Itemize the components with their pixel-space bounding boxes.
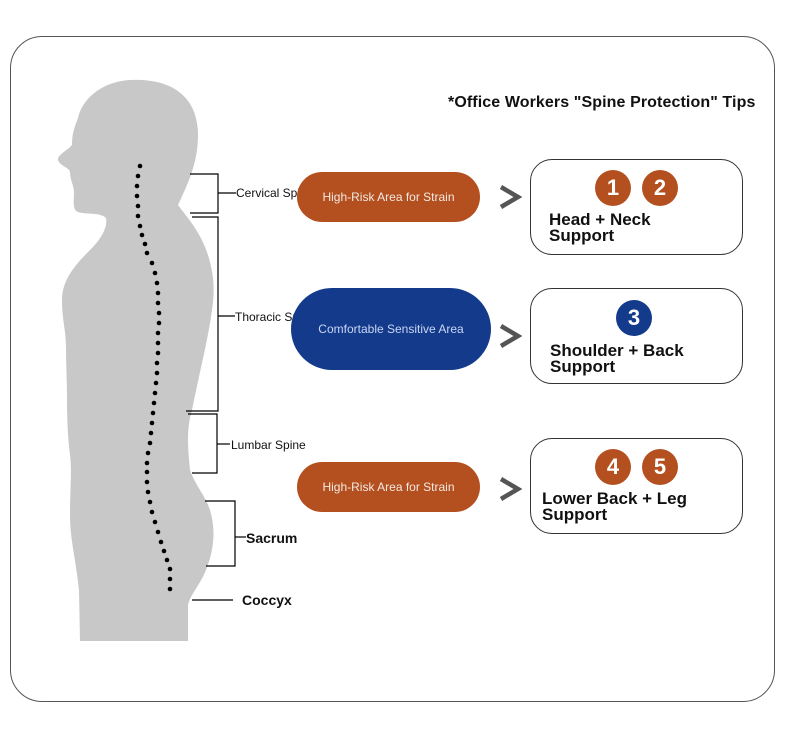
tip-title: Lower Back + Leg Support xyxy=(542,489,688,524)
tip-number-badge: 2 xyxy=(642,170,678,206)
bracket-lines xyxy=(186,173,246,601)
label-sacrum: Sacrum xyxy=(246,530,298,546)
spine-vertebra-dot xyxy=(154,280,160,286)
spine-vertebra-dot xyxy=(144,250,150,256)
tip-title-line1: Lower Back + Leg xyxy=(542,489,688,508)
lumbar-bracket xyxy=(188,413,218,474)
spine-vertebra-dot xyxy=(147,499,153,505)
spine-vertebra-dot xyxy=(155,330,161,336)
spine-vertebra-dot xyxy=(161,548,167,554)
spine-vertebra-dot xyxy=(149,420,155,426)
spine-vertebra-dot xyxy=(152,390,158,396)
spine-vertebra-dot xyxy=(135,203,141,209)
spine-vertebra-dot xyxy=(164,557,170,563)
spine-vertebra-dot xyxy=(156,310,162,316)
label-cervical-spine: Cervical Spine xyxy=(236,186,314,200)
spine-vertebra-dot xyxy=(155,290,161,296)
spine-vertebra-dot xyxy=(135,213,141,219)
spine-vertebra-dot xyxy=(147,440,153,446)
tip-title: Shoulder + Back Support xyxy=(550,341,684,376)
spine-vertebra-dot xyxy=(152,519,158,525)
spine-vertebra-dot xyxy=(134,183,140,189)
spine-dots xyxy=(134,163,173,592)
tip-number-badge: 3 xyxy=(616,300,652,336)
tip-card-lower-back-leg: 4 5 Lower Back + Leg Support xyxy=(530,438,743,534)
tip-card-shoulder-back: 3 Shoulder + Back Support xyxy=(530,288,743,384)
label-coccyx: Coccyx xyxy=(242,592,292,608)
thoracic-bracket xyxy=(186,216,219,412)
spine-vertebra-dot xyxy=(155,300,161,306)
spine-vertebra-dot xyxy=(139,232,145,238)
spine-vertebra-dot xyxy=(135,173,141,179)
chevron-right-icon xyxy=(499,324,522,348)
spine-vertebra-dot xyxy=(137,163,143,169)
human-silhouette xyxy=(57,79,214,642)
zone-pill-back: Comfortable Sensitive Area xyxy=(291,288,491,370)
zone-pill-label: High-Risk Area for Strain xyxy=(322,190,455,204)
spine-vertebra-dot xyxy=(137,223,143,229)
spine-vertebra-dot xyxy=(134,193,140,199)
zone-pill-label: High-Risk Area for Strain xyxy=(322,480,455,494)
spine-vertebra-dot xyxy=(154,360,160,366)
spine-vertebra-dot xyxy=(149,509,155,515)
spine-vertebra-dot xyxy=(154,370,160,376)
spine-vertebra-dot xyxy=(155,350,161,356)
spine-vertebra-dot xyxy=(151,400,157,406)
tip-title-line1: Shoulder + Back xyxy=(550,341,684,360)
spine-vertebra-dot xyxy=(167,586,173,592)
cervical-bracket xyxy=(190,173,219,214)
spine-vertebra-dot xyxy=(149,260,155,266)
tip-title-line2: Support xyxy=(550,357,616,376)
tip-number-badge: 4 xyxy=(595,449,631,485)
zone-pill-label: Comfortable Sensitive Area xyxy=(318,322,464,336)
spine-vertebra-dot xyxy=(155,340,161,346)
spine-vertebra-dot xyxy=(155,529,161,535)
tip-card-head-neck: 1 2 Head + Neck Support xyxy=(530,159,743,255)
spine-vertebra-dot xyxy=(156,320,162,326)
tip-title-line2: Support xyxy=(542,505,608,524)
spine-vertebra-dot xyxy=(142,241,148,247)
chevron-right-icon xyxy=(499,185,522,209)
spine-vertebra-dot xyxy=(153,380,159,386)
zone-pill-lower: High-Risk Area for Strain xyxy=(297,462,480,512)
spine-vertebra-dot xyxy=(150,410,156,416)
spine-vertebra-dot xyxy=(144,460,150,466)
spine-vertebra-dot xyxy=(145,450,151,456)
spine-vertebra-dot xyxy=(158,539,164,545)
spine-vertebra-dot xyxy=(144,469,150,475)
tip-title: Head + Neck Support xyxy=(549,210,651,245)
sacrum-bracket xyxy=(205,500,236,567)
spine-vertebra-dot xyxy=(167,566,173,572)
tip-number-badge: 5 xyxy=(642,449,678,485)
spine-vertebra-dot xyxy=(145,489,151,495)
spine-vertebra-dot xyxy=(144,479,150,485)
spine-vertebra-dot xyxy=(167,576,173,582)
tip-title-line1: Head + Neck xyxy=(549,210,651,229)
chevron-right-icon xyxy=(499,477,522,501)
spine-vertebra-dot xyxy=(152,270,158,276)
zone-pill-neck: High-Risk Area for Strain xyxy=(297,172,480,222)
label-lumbar-spine: Lumbar Spine xyxy=(231,438,306,452)
diagram-title: *Office Workers "Spine Protection" Tips xyxy=(448,94,756,111)
spine-vertebra-dot xyxy=(148,430,154,436)
tip-number-badge: 1 xyxy=(595,170,631,206)
tip-title-line2: Support xyxy=(549,226,615,245)
